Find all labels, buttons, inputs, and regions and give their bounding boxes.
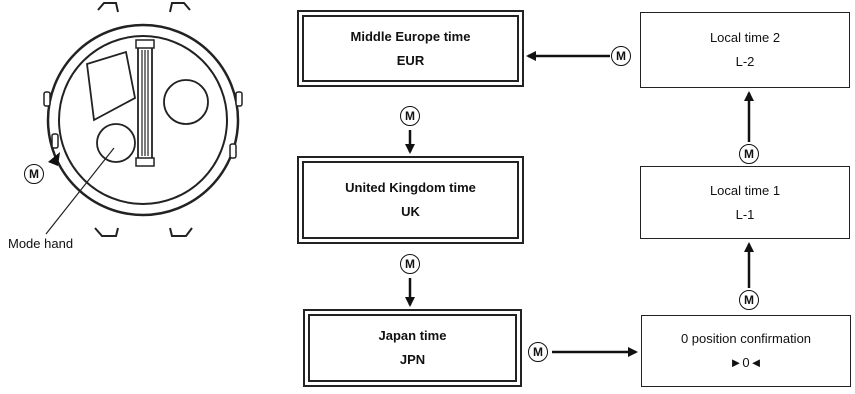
mode-box-eur-title: Middle Europe time: [350, 28, 471, 44]
watch-bezel: [58, 35, 228, 205]
m-button-zero-to-local-1[interactable]: M: [739, 290, 759, 310]
mode-box-local-2: Local time 2 L-2: [640, 12, 850, 88]
mode-box-zero-code: ►0◄: [729, 355, 763, 370]
m-button-indicator-arrow: [48, 152, 60, 166]
watch-subdial-window: [86, 50, 137, 122]
watch-lug-bottom-right: [169, 227, 193, 237]
watch-lug-bottom-left: [94, 227, 119, 237]
watch-right-subdial: [163, 79, 209, 125]
mode-box-local-1-title: Local time 1: [709, 182, 781, 198]
watch-mode-subdial: [96, 123, 136, 163]
mode-box-eur-code: EUR: [396, 52, 425, 68]
watch-m-button[interactable]: M: [24, 164, 44, 184]
watch-pusher-right-lower: [229, 143, 237, 159]
mode-box-local-1-code: L-1: [735, 206, 755, 222]
watch-lug-top-right: [169, 2, 191, 13]
mode-box-jpn: Japan time JPN: [303, 309, 522, 387]
watch-lug-top-left: [97, 2, 119, 13]
m-button-local-2-to-eur[interactable]: M: [611, 46, 631, 66]
mode-box-zero-title: 0 position confirmation: [680, 331, 812, 346]
m-button-jpn-to-zero[interactable]: M: [528, 342, 548, 362]
watch-pusher-left-upper: [43, 91, 51, 107]
watch-pusher-left-lower: [51, 133, 59, 149]
mode-box-jpn-title: Japan time: [378, 328, 447, 343]
mode-box-local-2-title: Local time 2: [709, 30, 781, 45]
m-button-eur-to-uk[interactable]: M: [400, 106, 420, 126]
watch-pusher-right-upper: [235, 91, 243, 107]
mode-box-local-1: Local time 1 L-1: [640, 166, 850, 239]
mode-box-eur: Middle Europe time EUR: [297, 10, 524, 87]
mode-box-uk-code: UK: [401, 204, 420, 219]
watch-illustration: [43, 2, 243, 237]
mode-box-jpn-code: JPN: [399, 352, 426, 367]
mode-box-local-2-code: L-2: [735, 54, 755, 69]
mode-box-uk: United Kingdom time UK: [297, 156, 524, 244]
mode-hand-pointer-line: [45, 147, 115, 235]
m-button-local-1-to-local-2[interactable]: M: [739, 144, 759, 164]
mode-box-zero-position: 0 position confirmation ►0◄: [641, 315, 851, 387]
mode-box-uk-title: United Kingdom time: [345, 180, 476, 195]
m-button-uk-to-jpn[interactable]: M: [400, 254, 420, 274]
mode-hand-label: Mode hand: [8, 236, 74, 251]
